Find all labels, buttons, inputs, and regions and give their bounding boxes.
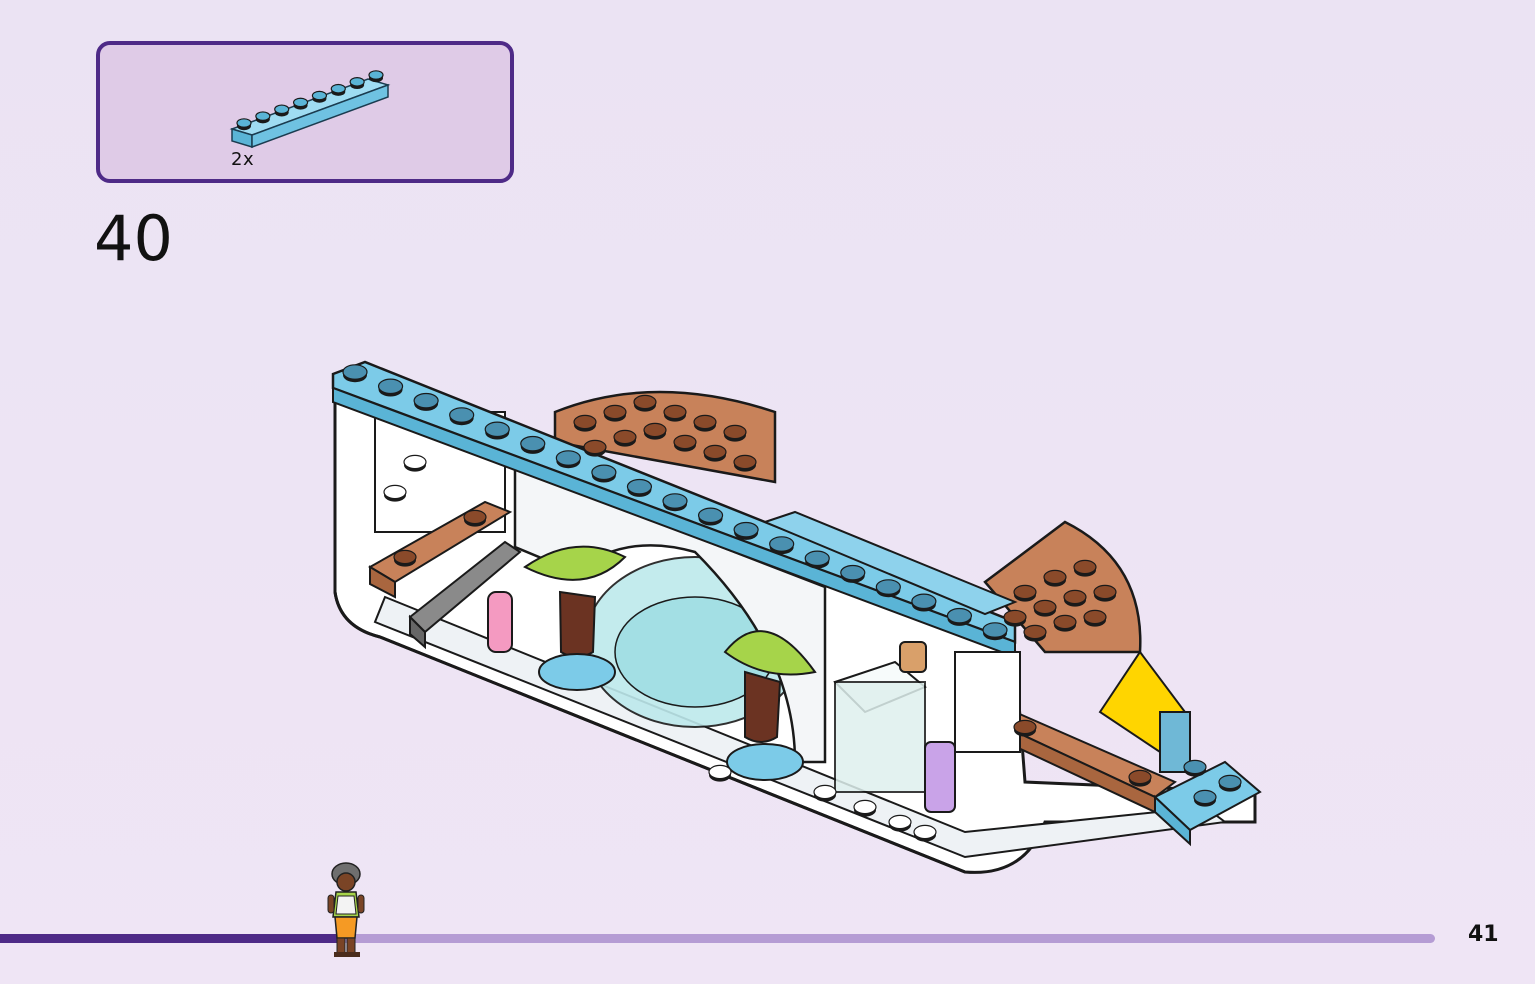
stud — [733, 454, 757, 470]
progress-bar — [0, 934, 1435, 943]
stud — [463, 509, 487, 525]
stud — [613, 429, 637, 445]
stud — [311, 90, 328, 101]
stud — [643, 422, 667, 438]
stud — [633, 394, 657, 410]
stud — [236, 118, 252, 128]
stud — [1073, 559, 1097, 575]
stud — [292, 97, 309, 108]
stud — [1013, 584, 1037, 600]
stud — [330, 83, 346, 94]
stud — [982, 622, 1008, 638]
stud — [1128, 769, 1152, 785]
stud — [413, 392, 439, 409]
stud — [946, 607, 973, 624]
stud — [1023, 624, 1047, 640]
stud — [804, 550, 830, 567]
stud — [1043, 569, 1067, 585]
stud — [1218, 774, 1242, 790]
stud — [274, 104, 290, 115]
stud — [673, 434, 697, 450]
minifigure-progress-marker-icon — [327, 862, 365, 957]
stud — [875, 579, 901, 595]
stud — [626, 478, 653, 495]
stud — [555, 450, 581, 466]
stud — [888, 814, 912, 830]
page-number: 41 — [1468, 922, 1499, 947]
stud — [484, 421, 510, 438]
stud — [591, 464, 617, 481]
stud — [377, 378, 404, 395]
stud — [403, 454, 427, 470]
stud — [573, 414, 597, 430]
stud — [853, 799, 877, 815]
stud — [693, 414, 717, 430]
stud — [1053, 614, 1077, 630]
stud — [1183, 759, 1207, 775]
stud — [913, 824, 937, 840]
stud — [1193, 789, 1217, 805]
stud — [1003, 609, 1027, 625]
stud — [1033, 599, 1057, 615]
stud — [769, 536, 795, 552]
parts-callout: 2x — [96, 41, 514, 183]
stud — [1093, 584, 1117, 600]
stud — [1013, 719, 1037, 735]
stud — [662, 493, 688, 509]
stud — [703, 444, 727, 460]
stud — [342, 364, 368, 380]
model-assembly-illustration — [331, 360, 1262, 874]
stud — [449, 407, 475, 423]
stud — [583, 439, 607, 455]
stud — [697, 507, 724, 524]
stud — [840, 564, 866, 581]
stud — [911, 593, 937, 610]
stud — [663, 404, 687, 420]
stud — [813, 784, 837, 800]
azure-plate-1x8-icon — [229, 70, 391, 149]
stud — [723, 424, 747, 440]
stud — [603, 404, 627, 420]
stud — [1083, 609, 1107, 625]
step-number: 40 — [94, 202, 173, 275]
stud — [255, 111, 271, 121]
stud — [708, 764, 732, 780]
part-quantity: 2x — [231, 149, 255, 170]
stud — [393, 549, 417, 565]
stud — [520, 435, 546, 452]
stud — [383, 484, 407, 500]
stud — [349, 77, 365, 87]
stud — [1063, 589, 1087, 605]
stud — [733, 521, 759, 538]
progress-bar-fill — [0, 934, 344, 943]
stud — [368, 70, 384, 80]
